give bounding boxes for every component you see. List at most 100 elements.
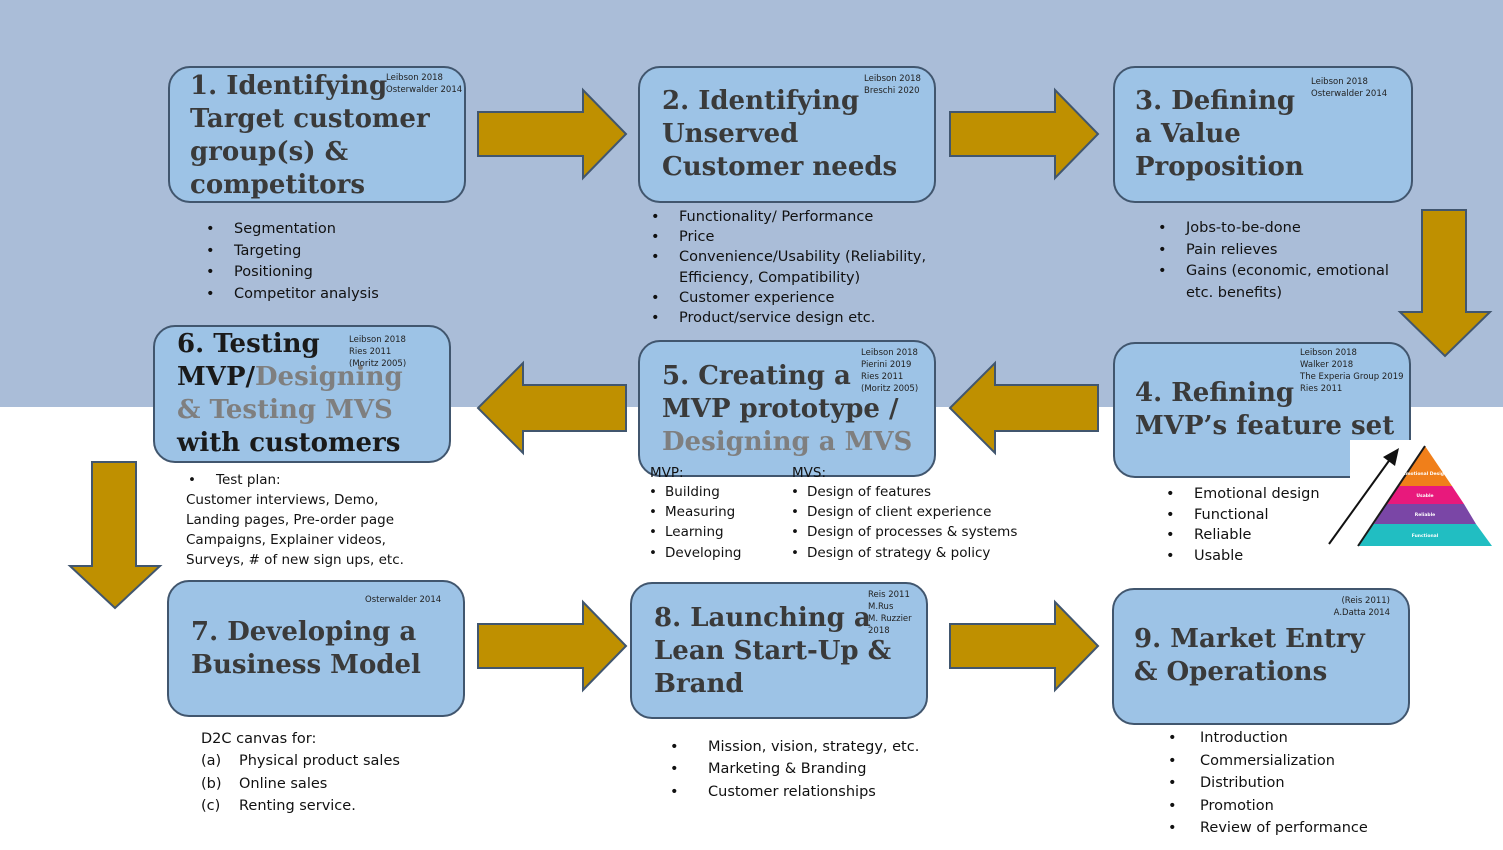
step-5-box: 5. Creating a MVP prototype / Designing … [638, 340, 936, 477]
citation: Leibson 2018 [1300, 348, 1357, 358]
step-7-citations: Osterwalder 2014 [365, 594, 441, 606]
step-9-box: 9. Market Entry & Operations (Reis 2011)… [1112, 588, 1410, 725]
step-8-citations: Reis 2011 M.Rus M. Ruzzier 2018 [868, 589, 912, 637]
list-item: Functional [1158, 505, 1320, 526]
step-5-mvp-list: Building Measuring Learning Developing [645, 482, 741, 563]
step-9-citations: (Reis 2011) A.Datta 2014 [1330, 595, 1390, 619]
title-text-grey: & Testing MVS [177, 395, 393, 425]
pyramid-layer-usable [1386, 486, 1464, 504]
step-8-title: 8. Launching a Lean Start-Up & Brand [654, 602, 891, 701]
step-1-list: Segmentation Targeting Positioning Compe… [198, 219, 379, 305]
citation: Ries 2011 [349, 347, 392, 357]
list-item: Design of features [787, 482, 1017, 502]
list-item: Gains (economic, emotional etc. benefits… [1150, 261, 1395, 304]
citation: Leibson 2018 [349, 335, 406, 345]
citation: Leibson 2018 [1311, 77, 1368, 87]
list-item: Competitor analysis [198, 284, 379, 306]
step-6-title: 6. Testing MVP/Designing & Testing MVS w… [177, 328, 403, 460]
step-5-title: 5. Creating a MVP prototype / Designing … [662, 360, 912, 459]
list-item: Product/service design etc. [643, 308, 953, 328]
arrow-right-7-8 [477, 599, 628, 693]
citation: Pierini 2019 [861, 360, 912, 370]
step-3-box: 3. Defining a Value Proposition Leibson … [1113, 66, 1413, 203]
list-item: Reliable [1158, 525, 1320, 546]
mvp-label: MVP: [650, 465, 684, 481]
test-plan-text: Customer interviews, Demo, Landing pages… [186, 492, 404, 568]
list-item: Convenience/Usability (Reliability, Effi… [643, 247, 953, 287]
list-item: Design of client experience [787, 502, 1017, 522]
citation: Ries 2011 [1300, 384, 1343, 394]
list-marker: (b) [201, 775, 222, 792]
citation: (Reis 2011) [1341, 596, 1390, 606]
title-line: with customers [177, 427, 403, 460]
step-5-mvs-list: Design of features Design of client expe… [787, 482, 1017, 563]
step-2-box: 2. Identifying Unserved Customer needs L… [638, 66, 936, 203]
list-item: Customer relationships [662, 781, 919, 804]
mvs-label: MVS: [792, 465, 827, 481]
list-item: Functionality/ Performance [643, 207, 953, 227]
list-item: Measuring [645, 502, 741, 522]
pyramid-layer-reliable [1374, 504, 1476, 524]
title-line: Customer needs [662, 152, 898, 182]
arrow-right-1-2 [477, 87, 628, 181]
title-line: & Operations [1134, 657, 1328, 687]
title-text-grey: Designing [255, 362, 403, 392]
step-7-title: 7. Developing a Business Model [191, 616, 421, 682]
citation: M. Ruzzier [868, 614, 912, 624]
step-2-citations: Leibson 2018 Breschi 2020 [864, 73, 921, 97]
list-item: Emotional design [1158, 484, 1320, 505]
citation: Ries 2011 [861, 372, 904, 382]
title-line: 2. Identifying [662, 86, 860, 116]
list-item: Jobs-to-be-done [1150, 218, 1395, 240]
title-line: MVP’s feature set [1135, 411, 1395, 441]
title-line: MVP prototype / [662, 394, 899, 424]
list-marker: (c) [201, 797, 221, 814]
step-4-title: 4. Refining MVP’s feature set [1135, 377, 1394, 443]
title-line: 3. Defining [1135, 86, 1296, 116]
test-plan-heading: •Test plan: [186, 470, 436, 490]
step-9-list: Introduction Commersialization Distribut… [1160, 727, 1368, 840]
title-line: 9. Market Entry [1134, 624, 1365, 654]
citation: Breschi 2020 [864, 86, 920, 96]
list-item: Review of performance [1160, 817, 1368, 840]
title-line: 4. Refining [1135, 378, 1295, 408]
list-item: Developing [645, 543, 741, 563]
step-8-list: Mission, vision, strategy, etc. Marketin… [662, 736, 919, 803]
arrow-left-4-5 [948, 360, 1099, 456]
title-line: Proposition [1135, 152, 1304, 182]
list-item: Mission, vision, strategy, etc. [662, 736, 919, 759]
pyramid-layer-functional [1358, 524, 1492, 546]
arrow-right-2-3 [949, 87, 1100, 181]
title-line: a Value [1135, 119, 1241, 149]
title-line: group(s) & [190, 137, 349, 167]
list-item: (b)Online sales [201, 773, 400, 795]
citation: A.Datta 2014 [1333, 608, 1390, 618]
pyramid-label: Reliable [1415, 512, 1435, 518]
feature-pyramid: Emotional Design Usable Reliable Functio… [1350, 440, 1500, 552]
list-item: Design of strategy & policy [787, 543, 1017, 563]
title-line: 7. Developing a [191, 617, 417, 647]
list-text: Physical product sales [239, 753, 400, 770]
step-9-title: 9. Market Entry & Operations [1134, 623, 1365, 689]
citation: Walker 2018 [1300, 360, 1354, 370]
step-1-box: 1. Identifying Target customer group(s) … [168, 66, 466, 203]
list-item: Design of processes & systems [787, 522, 1017, 542]
step-4-box: 4. Refining MVP’s feature set Leibson 20… [1113, 342, 1411, 478]
citation: 2018 [868, 626, 890, 636]
title-line: MVP/Designing [177, 361, 403, 394]
test-plan-label: Test plan: [216, 472, 281, 488]
citation: Osterwalder 2014 [386, 85, 463, 95]
list-item: Promotion [1160, 795, 1368, 818]
step-1-citations: Leibson 2018 Osterwalder 2014 [386, 72, 462, 96]
citation: (Moritz 2005) [349, 359, 407, 369]
pyramid-label: Usable [1416, 493, 1433, 499]
title-line: Brand [654, 669, 744, 699]
title-line: Lean Start-Up & [654, 636, 892, 666]
step-1-title: 1. Identifying Target customer group(s) … [190, 70, 430, 202]
list-text: Renting service. [239, 797, 356, 814]
list-item: Usable [1158, 546, 1320, 567]
list-item: Marketing & Branding [662, 758, 919, 781]
arrow-down-3-4 [1397, 209, 1493, 358]
list-item: Introduction [1160, 727, 1368, 750]
step-7-list: D2C canvas for: (a)Physical product sale… [201, 728, 400, 817]
